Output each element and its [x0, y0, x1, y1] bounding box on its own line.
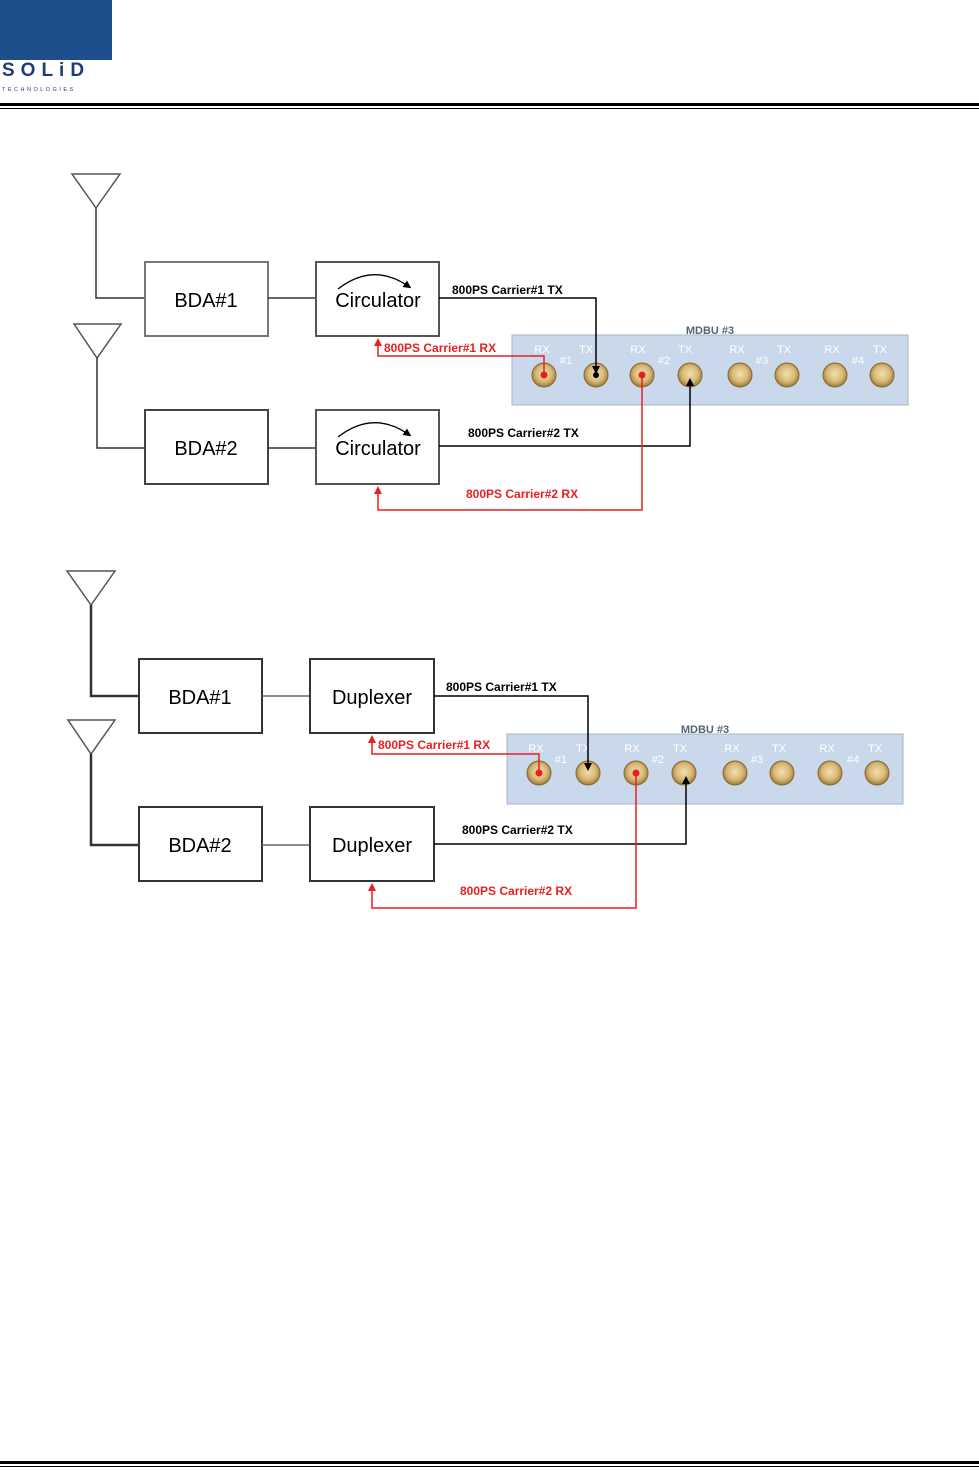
port-group-label: #1 — [555, 754, 567, 766]
circulator-box: Circulator — [315, 409, 440, 485]
mdbu-panel: MDBU #3 RX TX #1 RX TX #2 RX TX #3 RX TX… — [506, 724, 904, 805]
rx1-label: 800PS Carrier#1 RX — [378, 738, 490, 752]
mdbu-panel-title: MDBU #3 — [686, 325, 734, 337]
logo-square — [0, 0, 112, 60]
rx-connector-icon — [727, 362, 753, 388]
port-rx-label: RX — [624, 743, 640, 755]
company-logo: SOLiD TECHNOLOGIES — [0, 0, 112, 97]
tx2-signal-line: 800PS Carrier#2 TX — [439, 378, 694, 447]
tx1-label: 800PS Carrier#1 TX — [446, 680, 557, 694]
port-tx-label: TX — [678, 344, 693, 356]
port-group-label: #2 — [658, 355, 670, 367]
circulator1-label: Circulator — [335, 290, 421, 312]
port-rx-label: RX — [824, 344, 840, 356]
duplexer2-label: Duplexer — [332, 835, 412, 857]
port-group-label: #3 — [756, 355, 768, 367]
duplexer-box: Duplexer — [309, 658, 435, 734]
header-rule-thin — [0, 108, 979, 109]
diagram-duplexer: BDA#1 BDA#2 Duplexer Duplexer MDBU #3 RX… — [65, 570, 904, 909]
diagram-circulator: BDA#1 BDA#2 Circulator Circulator MDBU #… — [70, 173, 909, 511]
rx2-signal-line: 800PS Carrier#2 RX — [374, 371, 646, 511]
bda2-label: BDA#2 — [168, 835, 231, 857]
port-group-label: #4 — [852, 355, 864, 367]
antenna-icon — [70, 173, 145, 299]
port-tx-label: TX — [673, 743, 688, 755]
antenna-icon — [72, 323, 145, 449]
logo-subtext: TECHNOLOGIES — [2, 87, 76, 93]
circulator-box: Circulator — [315, 261, 440, 337]
bda1-label: BDA#1 — [168, 687, 231, 709]
rx1-label: 800PS Carrier#1 RX — [384, 341, 496, 355]
tx-connector-icon — [671, 760, 697, 786]
tx2-signal-line: 800PS Carrier#2 TX — [434, 776, 690, 845]
tx-connector-icon — [869, 362, 895, 388]
tx-connector-icon — [769, 760, 795, 786]
rx-connector-icon — [817, 760, 843, 786]
mdbu-panel: MDBU #3 RX TX #1 RX TX #2 RX TX #3 RX TX… — [511, 325, 909, 406]
rx-connector-icon — [722, 760, 748, 786]
tx1-label: 800PS Carrier#1 TX — [452, 283, 563, 297]
footer-rule-thick — [0, 1461, 979, 1464]
tx-connector-icon — [864, 760, 890, 786]
port-group-label: #2 — [652, 754, 664, 766]
bda2-label: BDA#2 — [174, 438, 237, 460]
antenna-icon — [66, 719, 139, 847]
port-tx-label: TX — [777, 344, 792, 356]
port-rx-label: RX — [528, 743, 544, 755]
bda-box: BDA#2 — [144, 409, 269, 485]
rx2-label: 800PS Carrier#2 RX — [466, 487, 578, 501]
footer-rule-thin — [0, 1466, 979, 1467]
port-rx-label: RX — [819, 743, 835, 755]
rx2-label: 800PS Carrier#2 RX — [460, 884, 572, 898]
port-tx-label: TX — [868, 743, 883, 755]
tx1-signal-line: 800PS Carrier#1 TX — [439, 283, 600, 378]
mdbu-panel-title: MDBU #3 — [681, 724, 729, 736]
bda-box: BDA#2 — [138, 806, 263, 882]
logo-text: SOLiD — [2, 60, 91, 81]
bda-box: BDA#1 — [138, 658, 263, 734]
port-tx-label: TX — [576, 743, 591, 755]
port-rx-label: RX — [729, 344, 745, 356]
tx2-label: 800PS Carrier#2 TX — [462, 823, 573, 837]
rx2-signal-line: 800PS Carrier#2 RX — [368, 769, 640, 909]
antenna-icon — [65, 570, 139, 698]
port-group-label: #1 — [560, 355, 572, 367]
port-rx-label: RX — [630, 344, 646, 356]
rx-connector-icon — [822, 362, 848, 388]
bda1-label: BDA#1 — [174, 290, 237, 312]
rx1-signal-line: 800PS Carrier#1 RX — [368, 735, 543, 777]
tx2-label: 800PS Carrier#2 TX — [468, 426, 579, 440]
bda-box: BDA#1 — [144, 261, 269, 337]
port-rx-label: RX — [534, 344, 550, 356]
port-group-label: #4 — [847, 754, 859, 766]
header-rule-thick — [0, 103, 979, 106]
duplexer1-label: Duplexer — [332, 687, 412, 709]
tx-connector-icon — [774, 362, 800, 388]
port-tx-label: TX — [579, 344, 594, 356]
duplexer-box: Duplexer — [309, 806, 435, 882]
rx1-signal-line: 800PS Carrier#1 RX — [374, 338, 548, 379]
port-rx-label: RX — [724, 743, 740, 755]
tx1-signal-line: 800PS Carrier#1 TX — [434, 680, 592, 771]
circulator2-label: Circulator — [335, 438, 421, 460]
port-tx-label: TX — [772, 743, 787, 755]
port-tx-label: TX — [873, 344, 888, 356]
port-group-label: #3 — [751, 754, 763, 766]
